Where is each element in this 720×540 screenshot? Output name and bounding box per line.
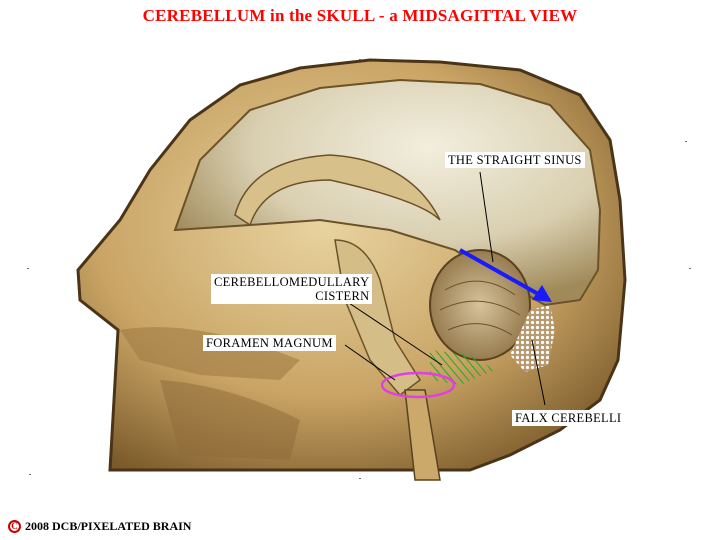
reg-dot-right-top: [685, 141, 687, 142]
reg-dot-bottom: [359, 478, 361, 479]
copyright-icon: C: [8, 520, 21, 533]
straight-sinus-arrow: [459, 248, 541, 297]
label-cistern: CEREBELLOMEDULLARY CISTERN: [211, 274, 373, 304]
label-cistern-line2: CISTERN: [315, 289, 370, 303]
page-title: CEREBELLUM in the SKULL - a MIDSAGITTAL …: [142, 6, 578, 25]
falx-cerebelli-region: [510, 305, 555, 372]
label-straight-sinus: THE STRAIGHT SINUS: [445, 152, 585, 168]
corpus-callosum: [234, 154, 441, 227]
pointer-foramen: [344, 344, 396, 381]
pointer-falx: [531, 339, 546, 406]
spinal-cord: [404, 389, 441, 481]
reg-dot-right: [689, 268, 691, 269]
label-straight-sinus-text: THE STRAIGHT SINUS: [448, 153, 582, 167]
reg-dot-left: [27, 268, 29, 269]
label-foramen-magnum: FORAMEN MAGNUM: [203, 335, 336, 351]
copyright-text: 2008 DCB/PIXELATED BRAIN: [25, 519, 192, 533]
label-falx-cerebelli-text: FALX CEREBELLI: [515, 411, 622, 425]
reg-dot-top: [359, 59, 361, 60]
pointer-cistern: [339, 296, 443, 366]
copyright: C 2008 DCB/PIXELATED BRAIN: [8, 519, 191, 534]
foramen-magnum-marker: [380, 371, 456, 399]
reg-dot-left-bottom: [29, 474, 31, 475]
label-foramen-magnum-text: FORAMEN MAGNUM: [206, 336, 333, 350]
label-cistern-line1: CEREBELLOMEDULLARY: [214, 275, 370, 289]
pointer-straight-sinus: [479, 171, 494, 263]
label-falx-cerebelli: FALX CEREBELLI: [512, 410, 625, 426]
cerebellum: [429, 249, 531, 361]
